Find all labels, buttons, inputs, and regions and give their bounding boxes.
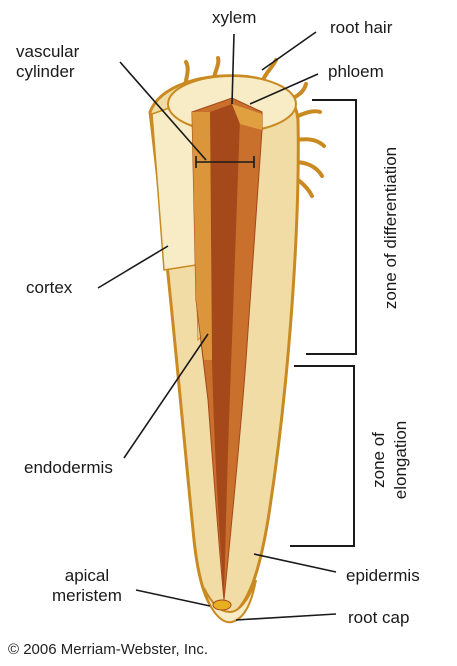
- label-epidermis: epidermis: [346, 566, 420, 586]
- apical-meristem-shape: [213, 600, 231, 610]
- label-apical-line1: apical: [52, 566, 122, 586]
- label-apical-meristem: apical meristem: [52, 566, 122, 606]
- label-zone-elongation-line1: zone of: [368, 410, 390, 510]
- zone-brackets: [290, 100, 356, 546]
- label-zone-elongation-line2: elongation: [390, 410, 412, 510]
- label-root-cap: root cap: [348, 608, 409, 628]
- label-vascular-cylinder: vascular cylinder: [16, 42, 79, 82]
- copyright-notice: © 2006 Merriam-Webster, Inc.: [8, 641, 208, 658]
- label-zone-differentiation: zone of differentiation: [381, 128, 401, 328]
- label-apical-line2: meristem: [52, 586, 122, 606]
- label-vascular-line2: cylinder: [16, 62, 79, 82]
- label-phloem: phloem: [328, 62, 384, 82]
- label-vascular-line1: vascular: [16, 42, 79, 62]
- label-endodermis: endodermis: [24, 458, 113, 478]
- label-cortex: cortex: [26, 278, 72, 298]
- label-xylem: xylem: [212, 8, 256, 28]
- label-root-hair: root hair: [330, 18, 392, 38]
- label-zone-elongation: zone of elongation: [368, 410, 412, 510]
